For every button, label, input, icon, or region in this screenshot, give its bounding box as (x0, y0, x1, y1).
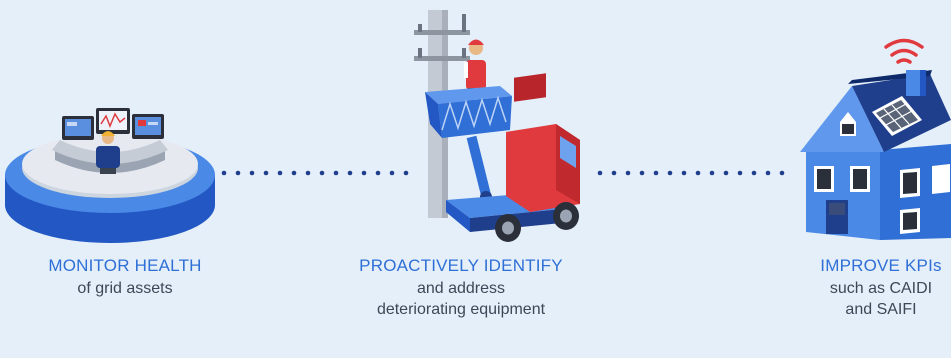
step-description-line: and address (416, 280, 506, 297)
step-heading: MONITOR HEALTH (48, 256, 202, 275)
step-description-line: such as CAIDI (829, 280, 933, 297)
connector-dots-right (597, 170, 785, 176)
step-description-line: deteriorating equipment (376, 301, 546, 318)
connector-dots-left (221, 170, 409, 176)
step-description-line: of grid assets (77, 280, 173, 297)
wifi-icon (884, 38, 924, 64)
step-heading: IMPROVE KPIs (820, 256, 942, 275)
step-heading: PROACTIVELY IDENTIFY (359, 256, 563, 275)
smart-house-icon (800, 38, 951, 240)
step-monitor-health: MONITOR HEALTH of grid assets (25, 256, 225, 299)
control-room-icon (5, 108, 215, 243)
bucket-truck-icon (414, 10, 580, 242)
step-description-line: and SAIFI (845, 301, 917, 318)
step-proactively-identify: PROACTIVELY IDENTIFY and address deterio… (341, 256, 581, 320)
step-improve-kpis: IMPROVE KPIs such as CAIDI and SAIFI (796, 256, 951, 320)
